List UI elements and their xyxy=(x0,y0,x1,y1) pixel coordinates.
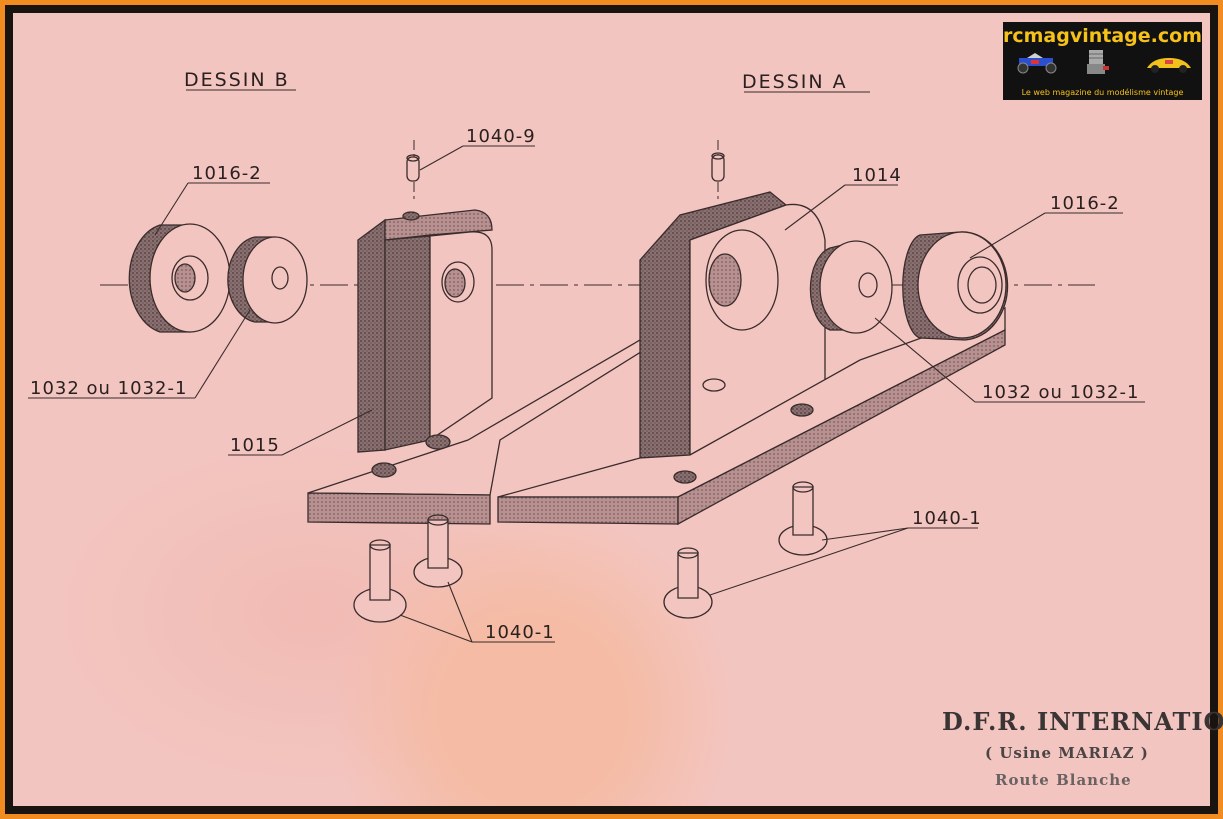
stamp-line-2: ( Usine MARIAZ ) xyxy=(985,744,1149,762)
drawing-sheet xyxy=(13,13,1210,806)
screw-1040-1-a1 xyxy=(663,547,713,619)
stamp-line-1: D.F.R. INTERNATIONAL xyxy=(942,707,1223,736)
engine-icon xyxy=(1087,50,1109,74)
logo-site-name: rcmagvintage.com xyxy=(1003,25,1202,47)
company-stamp: D.F.R. INTERNATIONAL ( Usine MARIAZ ) Ro… xyxy=(942,707,1223,789)
screw-1040-1-b1 xyxy=(353,539,407,623)
label-1014: 1014 xyxy=(852,165,902,186)
label-1040-9: 1040-9 xyxy=(466,126,536,147)
bracket-1014 xyxy=(639,191,826,459)
kart-icon xyxy=(1147,58,1191,73)
pin-1040-9-left xyxy=(406,154,420,182)
logo-tagline: Le web magazine du modélisme vintage xyxy=(1021,88,1184,97)
stamp-line-3: Route Blanche xyxy=(995,771,1132,789)
site-logo: rcmagvintage.com Le web magazine du modé… xyxy=(1003,22,1202,100)
bearing-1016-2-left xyxy=(128,223,231,333)
label-1040-1-bottom: 1040-1 xyxy=(485,622,555,643)
leader-lines xyxy=(28,89,1145,643)
spacer-1032-left xyxy=(227,236,308,324)
label-1016-2-left: 1016-2 xyxy=(192,163,262,184)
title-dessin-b: DESSIN B xyxy=(184,69,290,91)
label-1015: 1015 xyxy=(230,435,280,456)
bracket-1015 xyxy=(357,209,493,453)
screw-1040-1-a2 xyxy=(778,481,828,556)
title-dessin-a: DESSIN A xyxy=(742,71,848,93)
label-1016-2-right: 1016-2 xyxy=(1050,193,1120,214)
label-1032-right: 1032 ou 1032-1 xyxy=(982,382,1139,403)
label-1032-left: 1032 ou 1032-1 xyxy=(30,378,187,399)
base-plate-a xyxy=(497,307,1006,526)
bearing-1016-2-right xyxy=(902,231,1009,341)
spacer-1032-right xyxy=(809,240,893,334)
screw-1040-1-b2 xyxy=(413,514,463,588)
pin-1040-9-right xyxy=(711,152,725,182)
label-1040-1-right: 1040-1 xyxy=(912,508,982,529)
buggy-icon xyxy=(1017,53,1057,74)
